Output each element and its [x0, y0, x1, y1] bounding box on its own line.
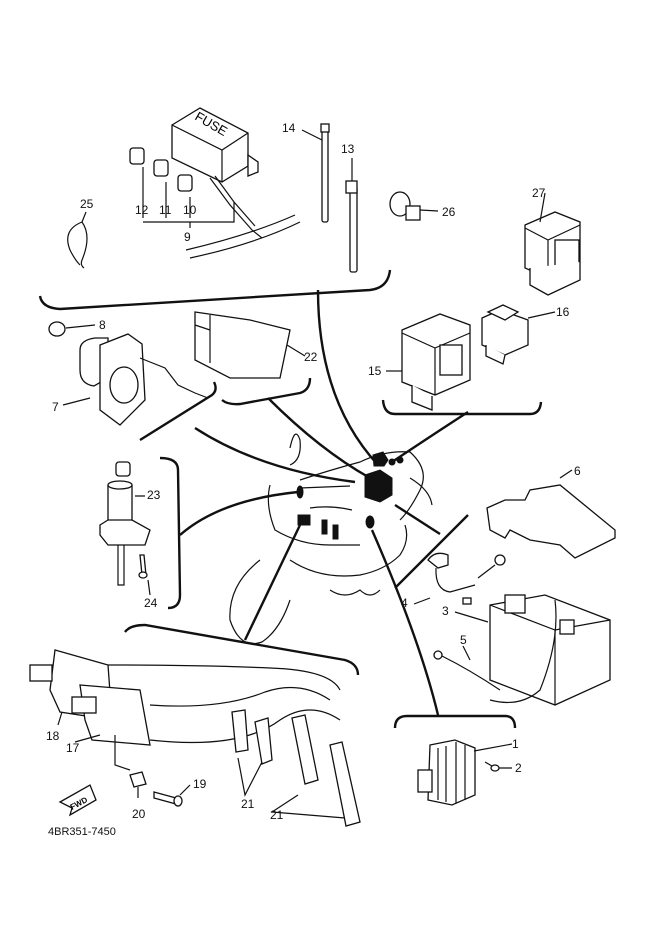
callout-14: 14: [282, 121, 296, 135]
fuse-box: [171, 107, 301, 259]
group-bracket-relays: [381, 399, 543, 416]
group-bracket-switch: [159, 456, 182, 610]
callout-15: 15: [368, 364, 382, 378]
callout-21a: 21: [241, 797, 255, 811]
motorcycle-outline: [229, 433, 433, 645]
callout-1: 1: [512, 737, 519, 751]
rectifier-part: [417, 739, 513, 806]
callout-12: 12: [135, 203, 149, 217]
group-bracket-cdi: [221, 377, 312, 406]
callout-25: 25: [80, 197, 94, 211]
battery-cover-part: [486, 469, 616, 559]
callout-8: 8: [99, 318, 106, 332]
horn-part: [48, 321, 209, 426]
callout-26: 26: [442, 205, 456, 219]
callout-3: 3: [442, 604, 449, 618]
ignition-coils: [29, 649, 341, 771]
callout-11: 11: [159, 203, 172, 217]
battery-part: [489, 594, 611, 706]
callout-7: 7: [52, 400, 59, 414]
leader-lines: [179, 289, 469, 716]
callout-13: 13: [341, 142, 355, 156]
callout-23: 23: [147, 488, 161, 502]
cdi-part: [194, 311, 306, 379]
relay-16: [481, 304, 556, 365]
connector-main: [364, 469, 393, 503]
band-part: [67, 221, 88, 269]
main-switch-part: [99, 461, 151, 596]
callout-10: 10: [183, 203, 197, 217]
fuses: [129, 147, 235, 228]
spark-plug-caps: [231, 709, 361, 827]
group-bracket-regulator: [393, 714, 517, 729]
callout-17: 17: [66, 741, 80, 755]
callout-9: 9: [184, 230, 191, 244]
collar-and-bolt: [129, 771, 191, 807]
relay-15: [386, 313, 471, 411]
fwd-arrow-icon: FWD: [58, 784, 97, 817]
callout-20: 20: [132, 807, 146, 821]
battery-leads: [413, 552, 506, 691]
cable-ties: [301, 123, 358, 273]
group-bracket-top: [38, 269, 392, 311]
callout-6: 6: [574, 464, 581, 478]
clamp-part: [389, 191, 439, 221]
callout-24: 24: [144, 596, 158, 610]
relay-27: [524, 192, 581, 296]
group-bracket-horn: [139, 381, 217, 442]
callout-2: 2: [515, 761, 522, 775]
drawing-code: 4BR351-7450: [48, 826, 116, 838]
callout-18: 18: [46, 729, 60, 743]
callout-21b: 21: [270, 808, 284, 822]
callout-4: 4: [401, 596, 408, 610]
callout-27: 27: [532, 186, 546, 200]
callout-19: 19: [193, 777, 207, 791]
group-bracket-ignition: [124, 623, 360, 676]
callout-5: 5: [460, 633, 467, 647]
callout-16: 16: [556, 305, 570, 319]
callout-22: 22: [304, 350, 318, 364]
